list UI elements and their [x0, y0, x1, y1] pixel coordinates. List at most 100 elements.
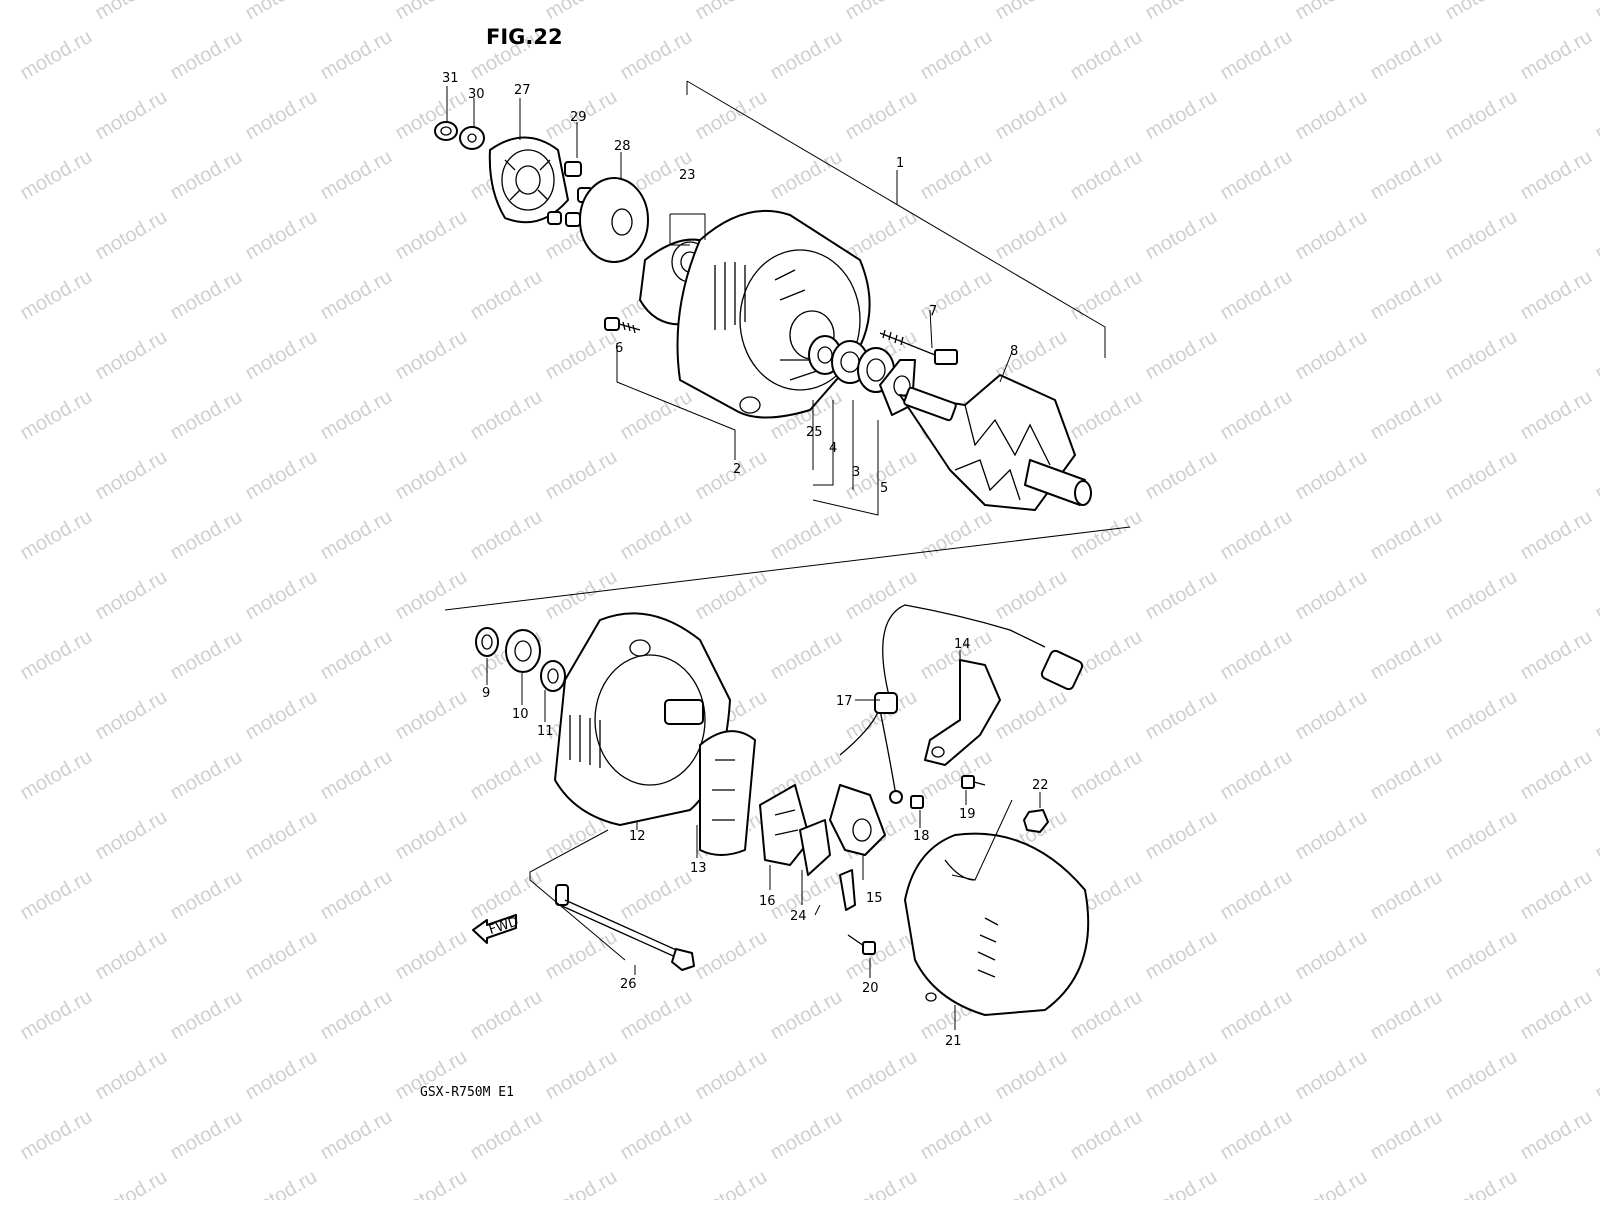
watermark-text: motod.ru — [317, 866, 396, 925]
watermark-text: motod.ru — [317, 746, 396, 805]
watermark-text: motod.ru — [392, 806, 471, 865]
watermark-text: motod.ru — [542, 446, 621, 505]
watermark-text: motod.ru — [1142, 1046, 1221, 1105]
watermark-text: motod.ru — [1292, 86, 1371, 145]
model-label: GSX-R750M E1 — [420, 1085, 514, 1100]
callout-10: 10 — [512, 707, 529, 722]
watermark-text: motod.ru — [1142, 566, 1221, 625]
callout-17: 17 — [836, 694, 853, 709]
watermark-text: motod.ru — [392, 926, 471, 985]
watermark-text: motod.ru — [1592, 1046, 1600, 1105]
watermark-text: motod.ru — [92, 0, 171, 24]
watermark-text: motod.ru — [92, 1166, 171, 1200]
watermark-text: motod.ru — [767, 1106, 846, 1165]
watermark-text: motod.ru — [992, 86, 1071, 145]
watermark-text: motod.ru — [842, 0, 921, 24]
watermark-text: motod.ru — [242, 806, 321, 865]
watermark-text: motod.ru — [1217, 386, 1296, 445]
watermark-text: motod.ru — [1292, 566, 1371, 625]
watermark-text: motod.ru — [692, 86, 771, 145]
watermark-text: motod.ru — [242, 926, 321, 985]
callout-11: 11 — [537, 724, 554, 739]
watermark-text: motod.ru — [1292, 206, 1371, 265]
callout-28: 28 — [614, 139, 631, 154]
callout-27: 27 — [514, 83, 531, 98]
watermark-text: motod.ru — [1592, 806, 1600, 865]
watermark-text: motod.ru — [1592, 86, 1600, 145]
watermark-text: motod.ru — [1292, 0, 1371, 24]
watermark-text: motod.ru — [242, 0, 321, 24]
watermark-text: motod.ru — [767, 986, 846, 1045]
watermark-text: motod.ru — [767, 26, 846, 85]
cover-part-28 — [580, 178, 648, 262]
callout-9: 9 — [482, 686, 490, 701]
watermark-text: motod.ru — [692, 1166, 771, 1200]
watermark-text: motod.ru — [1517, 386, 1596, 445]
watermark-text: motod.ru — [242, 86, 321, 145]
screw-part-20 — [848, 935, 875, 954]
watermark-text: motod.ru — [1067, 1106, 1146, 1165]
watermark-text: motod.ru — [1592, 1166, 1600, 1200]
watermark-text: motod.ru — [1292, 326, 1371, 385]
watermark-text: motod.ru — [992, 0, 1071, 24]
watermark-text: motod.ru — [242, 566, 321, 625]
screw-part-18 — [911, 796, 923, 808]
watermark-text: motod.ru — [1292, 806, 1371, 865]
callout-29: 29 — [570, 110, 587, 125]
watermark-text: motod.ru — [17, 626, 96, 685]
watermark-text: motod.ru — [167, 866, 246, 925]
screw-part-19 — [962, 776, 985, 788]
watermark-text: motod.ru — [1517, 866, 1596, 925]
watermark-text: motod.ru — [392, 1166, 471, 1200]
watermark-text: motod.ru — [167, 26, 246, 85]
watermark-text: motod.ru — [617, 506, 696, 565]
watermark-text: motod.ru — [692, 446, 771, 505]
watermark-text: motod.ru — [17, 1106, 96, 1165]
watermark-text: motod.ru — [92, 446, 171, 505]
watermark-text: motod.ru — [1367, 626, 1446, 685]
watermark-text: motod.ru — [167, 1106, 246, 1165]
watermark-text: motod.ru — [242, 1166, 321, 1200]
washer-part-9 — [476, 628, 498, 656]
watermark-text: motod.ru — [1442, 206, 1521, 265]
watermark-text: motod.ru — [1442, 86, 1521, 145]
watermark-text: motod.ru — [1592, 566, 1600, 625]
watermark-text: motod.ru — [392, 566, 471, 625]
watermark-text: motod.ru — [92, 326, 171, 385]
watermark-text: motod.ru — [1367, 1106, 1446, 1165]
rectifier-part-16 — [760, 785, 810, 865]
watermark-text: motod.ru — [917, 26, 996, 85]
watermark-text: motod.ru — [842, 86, 921, 145]
callout-13: 13 — [690, 861, 707, 876]
callout-3: 3 — [852, 465, 860, 480]
watermark-text: motod.ru — [1067, 146, 1146, 205]
watermark-text: motod.ru — [992, 1046, 1071, 1105]
watermark-text: motod.ru — [1067, 746, 1146, 805]
watermark-text: motod.ru — [17, 26, 96, 85]
watermark-text: motod.ru — [17, 746, 96, 805]
callout-31: 31 — [442, 71, 459, 86]
watermark-text: motod.ru — [1142, 686, 1221, 745]
watermark-text: motod.ru — [542, 1046, 621, 1105]
watermark-text: motod.ru — [1217, 626, 1296, 685]
watermark-text: motod.ru — [17, 146, 96, 205]
watermark-text: motod.ru — [992, 566, 1071, 625]
watermark-text: motod.ru — [17, 266, 96, 325]
callout-1: 1 — [896, 156, 904, 171]
watermark-text: motod.ru — [242, 326, 321, 385]
watermark-text: motod.ru — [1067, 266, 1146, 325]
watermark-text: motod.ru — [1142, 1166, 1221, 1200]
watermark-text: motod.ru — [467, 866, 546, 925]
watermark-text: motod.ru — [1367, 386, 1446, 445]
watermark-text: motod.ru — [1367, 986, 1446, 1045]
watermark-text: motod.ru — [17, 386, 96, 445]
watermark-text: motod.ru — [392, 206, 471, 265]
watermark-text: motod.ru — [1517, 26, 1596, 85]
watermark-text: motod.ru — [167, 146, 246, 205]
watermark-text: motod.ru — [692, 0, 771, 24]
callout-19: 19 — [959, 807, 976, 822]
callout-25: 25 — [806, 425, 823, 440]
watermark-text: motod.ru — [242, 446, 321, 505]
watermark-text: motod.ru — [167, 386, 246, 445]
